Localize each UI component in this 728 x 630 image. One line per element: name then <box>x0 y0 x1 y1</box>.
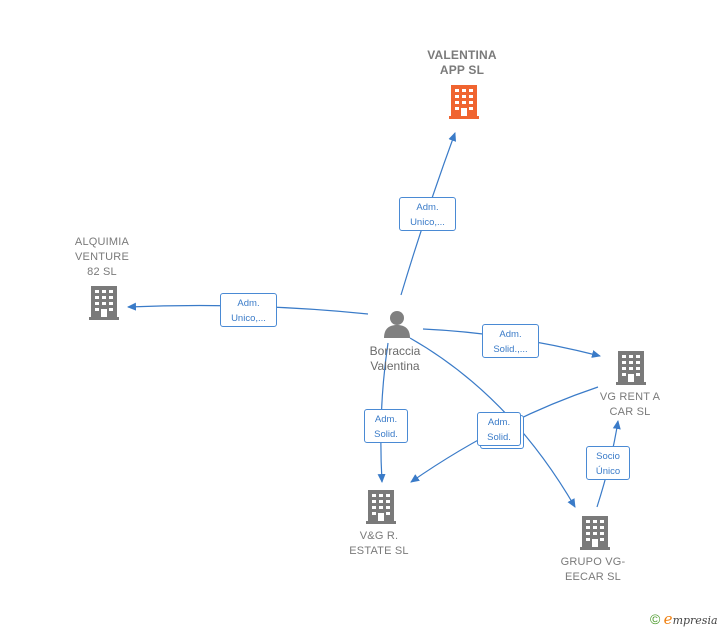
person-icon <box>384 311 410 338</box>
company-name-line: CAR SL <box>609 406 651 418</box>
building-icon <box>366 490 396 524</box>
company-label-vg-estate[interactable]: V&G R. ESTATE SL <box>329 529 429 559</box>
building-icon <box>449 85 479 119</box>
company-name-line: ESTATE SL <box>349 545 409 557</box>
edge-label-valentina-app[interactable]: Adm. Unico,... <box>399 197 456 231</box>
edge-label-line: Solid.,... <box>493 344 528 355</box>
company-name-line: VENTURE <box>75 251 129 263</box>
edge-label-line: Socio <box>596 451 620 462</box>
person-label[interactable]: Borraccia Valentina <box>345 344 445 374</box>
company-label-vg-rent[interactable]: VG RENT A CAR SL <box>580 390 680 420</box>
edge-label-line: Adm. <box>237 298 260 309</box>
company-name-line: 82 SL <box>87 266 117 278</box>
edge-label-line: Único <box>595 466 621 477</box>
edge-label-line: Adm. <box>416 202 439 213</box>
company-name-line: VALENTINA <box>427 48 497 62</box>
logo-e: e <box>663 610 673 628</box>
edge-label-line: Solid. <box>487 432 511 443</box>
company-name-line: VG RENT A <box>599 391 661 403</box>
company-label-grupo-vg[interactable]: GRUPO VG- EECAR SL <box>543 555 643 585</box>
company-name-line: EECAR SL <box>564 571 621 583</box>
edge-label-vg-estate[interactable]: Adm. Solid. <box>364 409 408 443</box>
edge-label-line: Unico,... <box>410 217 445 228</box>
company-name-line: APP SL <box>439 63 485 77</box>
building-icon <box>580 516 610 550</box>
company-name-line: GRUPO VG- <box>560 556 626 568</box>
company-label-valentina-app[interactable]: VALENTINA APP SL <box>412 48 512 78</box>
edge-label-line: Adm. <box>374 414 398 425</box>
edge-label-line: Solid. <box>374 429 398 440</box>
company-label-alquimia[interactable]: ALQUIMIA VENTURE 82 SL <box>52 235 152 280</box>
company-name-line: V&G R. <box>359 530 399 542</box>
edge-to-grupo <box>409 337 576 508</box>
edge-label-multi[interactable]: Adm. Solid. <box>477 412 521 446</box>
building-icon <box>89 286 119 320</box>
edge-label-line: Adm. <box>487 417 511 428</box>
edge-label-grupo-to-rent[interactable]: Socio Único <box>586 446 630 480</box>
building-icon <box>616 351 646 385</box>
empresia-logo: © empresia <box>650 610 718 628</box>
company-name-line: ALQUIMIA <box>74 236 130 248</box>
copyright-symbol: © <box>650 611 661 627</box>
edge-label-line: Unico,... <box>231 313 266 324</box>
person-name-line: Valentina <box>370 359 420 373</box>
person-name-line: Borraccia <box>369 344 421 358</box>
edge-label-alquimia[interactable]: Adm. Unico,... <box>220 293 277 327</box>
edge-label-vg-rent[interactable]: Adm. Solid.,... <box>482 324 539 358</box>
logo-text: mpresia <box>672 614 718 627</box>
edge-label-line: Adm. <box>499 329 522 340</box>
